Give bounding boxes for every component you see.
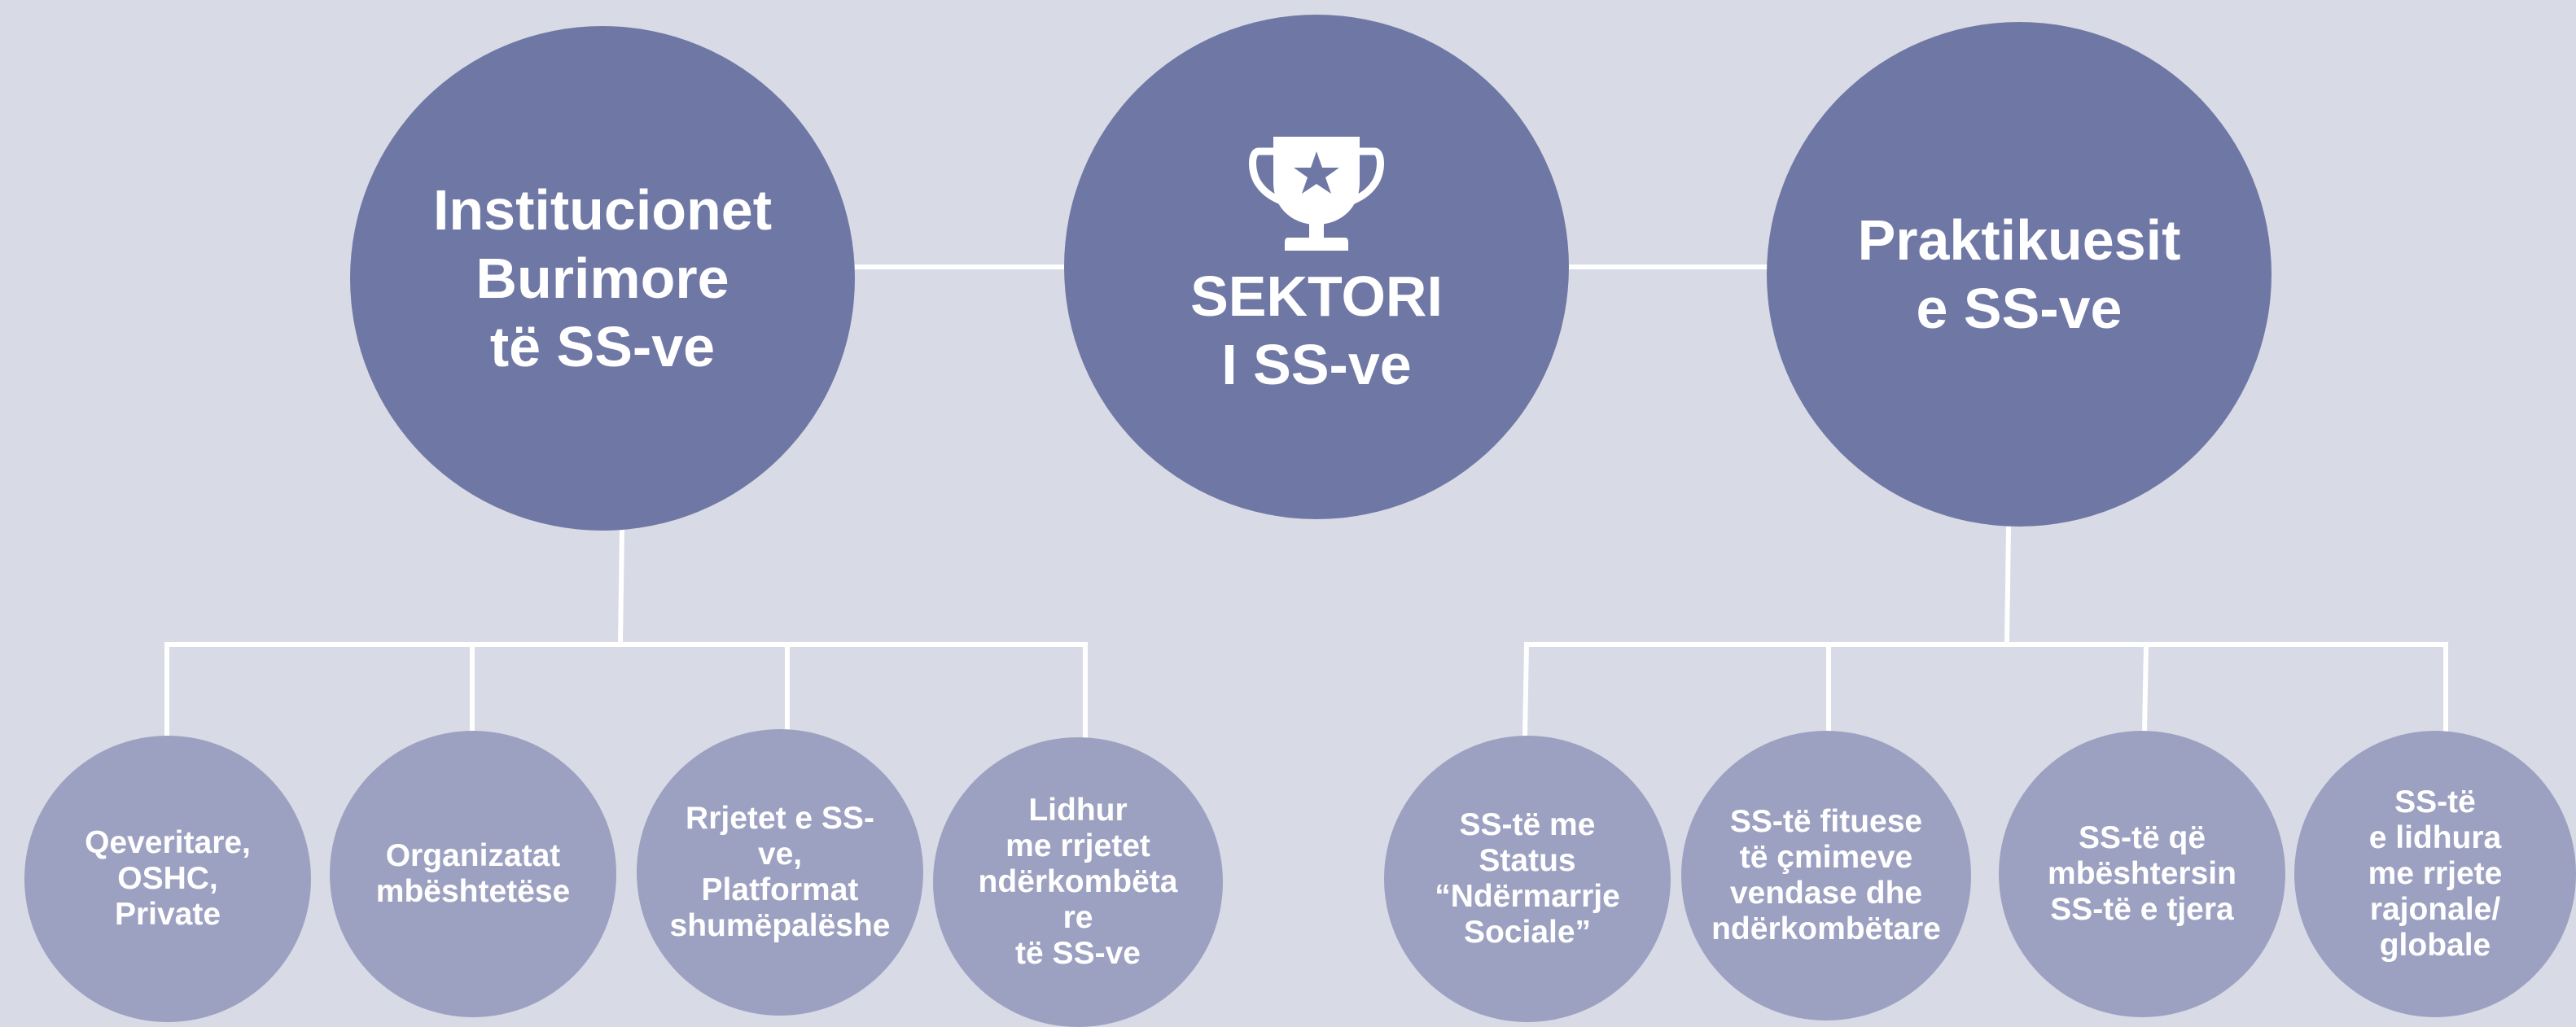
main-label-left: Institucionet Burimore të SS-ve — [432, 178, 773, 378]
sub-label: Organizatat mbështetëse — [375, 838, 571, 909]
sub-circle-right-2: SS-të fituese të çmimeve vendase dhe ndë… — [1681, 731, 1971, 1020]
sub-label: Lidhur me rrjetet ndërkombëta re të SS-v… — [978, 793, 1178, 971]
main-label-right: Praktikuesit e SS-ve — [1857, 208, 2181, 340]
sub-circle-left-1: Qeveritare, OSHC, Private — [24, 736, 311, 1022]
trophy-star-icon — [1249, 137, 1384, 251]
main-circle-right: Praktikuesit e SS-ve — [1767, 22, 2272, 527]
sub-circle-right-4: SS-të e lidhura me rrjete rajonale/ glob… — [2294, 731, 2576, 1017]
sub-label: Rrjetet e SS- ve, Platformat shumëpalësh… — [669, 801, 891, 943]
main-label-center: SEKTORI I SS-ve — [1190, 264, 1443, 396]
sub-label: SS-të që mbështersin SS-të e tjera — [2048, 820, 2236, 927]
sub-circle-right-3: SS-të që mbështersin SS-të e tjera — [1999, 731, 2285, 1017]
sub-label: SS-të e lidhura me rrjete rajonale/ glob… — [2368, 784, 2503, 963]
main-circle-left: Institucionet Burimore të SS-ve — [350, 26, 855, 531]
sub-label: Qeveritare, OSHC, Private — [85, 825, 251, 932]
sub-circle-left-3: Rrjetet e SS- ve, Platformat shumëpalësh… — [637, 729, 923, 1016]
main-circle-center: SEKTORI I SS-ve — [1064, 15, 1569, 519]
sub-label: SS-të fituese të çmimeve vendase dhe ndë… — [1711, 804, 1941, 946]
sub-circle-right-1: SS-të me Status “Ndërmarrje Sociale” — [1384, 736, 1671, 1022]
sub-circle-left-4: Lidhur me rrjetet ndërkombëta re të SS-v… — [933, 737, 1223, 1027]
sub-circle-left-2: Organizatat mbështetëse — [330, 731, 616, 1017]
sub-label: SS-të me Status “Ndërmarrje Sociale” — [1435, 807, 1620, 950]
